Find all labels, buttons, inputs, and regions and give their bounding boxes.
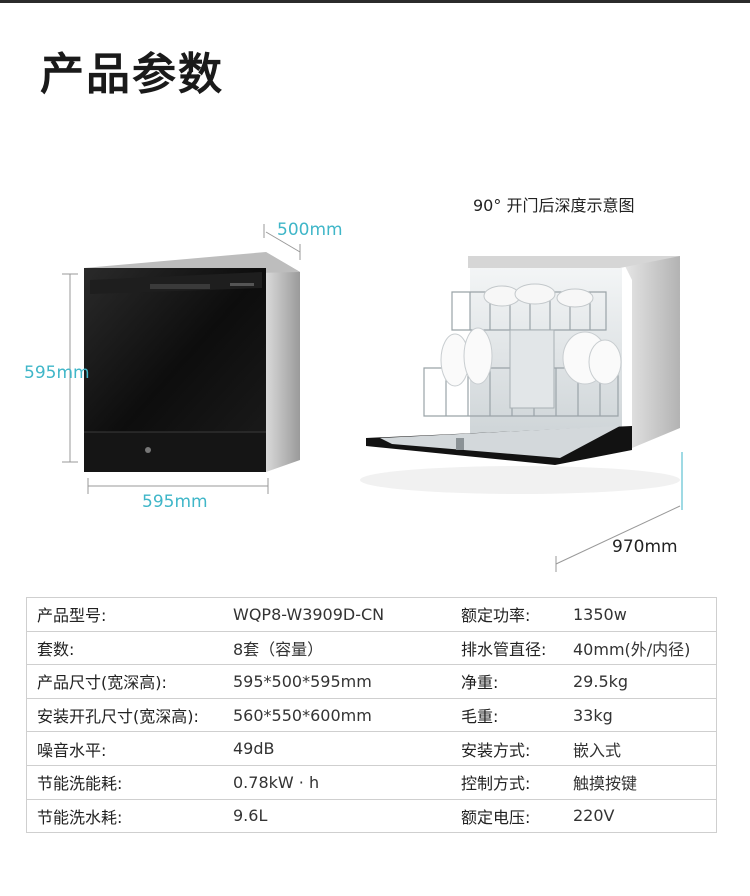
spec-value: 8套（容量） xyxy=(233,639,324,659)
spec-label: 安装方式: xyxy=(461,740,531,760)
spec-label: 产品尺寸(宽深高): xyxy=(37,673,167,693)
spec-value: 40mm(外/内径) xyxy=(573,639,691,659)
dishwasher-illustration xyxy=(62,224,683,572)
figure-caption: 90° 开门后深度示意图 xyxy=(473,196,635,215)
product-dimension-figure: 90° 开门后深度示意图 500mm 595mm 595mm 970mm xyxy=(0,180,750,600)
table-row: 产品尺寸(宽深高): 595*500*595mm 净重: 29.5kg xyxy=(26,665,717,699)
page-title: 产品参数 xyxy=(40,49,224,100)
table-row: 产品型号: WQP8-W3909D-CN 额定功率: 1350w xyxy=(26,598,717,632)
spec-value: 29.5kg xyxy=(573,671,629,691)
spec-label: 节能洗水耗: xyxy=(37,807,123,827)
closed-side-panel xyxy=(266,252,300,472)
spec-value: 触摸按键 xyxy=(573,774,638,794)
spec-label: 控制方式: xyxy=(461,774,531,794)
top-rule xyxy=(0,0,750,3)
table-row: 噪音水平: 49dB 安装方式: 嵌入式 xyxy=(26,732,717,766)
spec-value: 9.6L xyxy=(233,806,268,826)
open-depth-dimension-label: 970mm xyxy=(612,537,678,557)
spec-label: 产品型号: xyxy=(37,606,107,626)
spec-label: 安装开孔尺寸(宽深高): xyxy=(37,707,199,727)
table-row: 节能洗能耗: 0.78kW · h 控制方式: 触摸按键 xyxy=(26,765,717,800)
spec-value: 220V xyxy=(573,806,615,826)
spec-label: 排水管直径: xyxy=(461,639,547,659)
table-row: 套数: 8套（容量） 排水管直径: 40mm(外/内径) xyxy=(26,631,717,666)
spec-label: 毛重: xyxy=(461,707,499,727)
spec-value: WQP8-W3909D-CN xyxy=(233,604,385,624)
spec-value: 560*550*600mm xyxy=(233,705,372,725)
spec-value: 嵌入式 xyxy=(573,740,622,760)
spec-value: 0.78kW · h xyxy=(233,772,320,792)
height-dimension-label: 595mm xyxy=(24,363,90,383)
spec-label: 额定电压: xyxy=(461,807,531,827)
spec-label: 净重: xyxy=(461,673,499,693)
spec-value: 1350w xyxy=(573,604,627,624)
spec-value: 49dB xyxy=(233,739,275,759)
spec-value: 33kg xyxy=(573,705,613,725)
spec-label: 额定功率: xyxy=(461,606,531,626)
open-side-panel xyxy=(620,256,680,448)
spec-label: 噪音水平: xyxy=(37,740,107,760)
spec-label: 套数: xyxy=(37,639,75,659)
spec-label: 节能洗能耗: xyxy=(37,774,123,794)
spec-value: 595*500*595mm xyxy=(233,671,372,691)
table-row: 安装开孔尺寸(宽深高): 560*550*600mm 毛重: 33kg xyxy=(26,698,717,733)
spec-table: 产品型号: WQP8-W3909D-CN 额定功率: 1350w 套数: 8套（… xyxy=(26,597,717,834)
depth-dimension-label: 500mm xyxy=(277,220,343,240)
width-dimension-label: 595mm xyxy=(142,492,208,512)
table-row: 节能洗水耗: 9.6L 额定电压: 220V xyxy=(26,799,717,834)
